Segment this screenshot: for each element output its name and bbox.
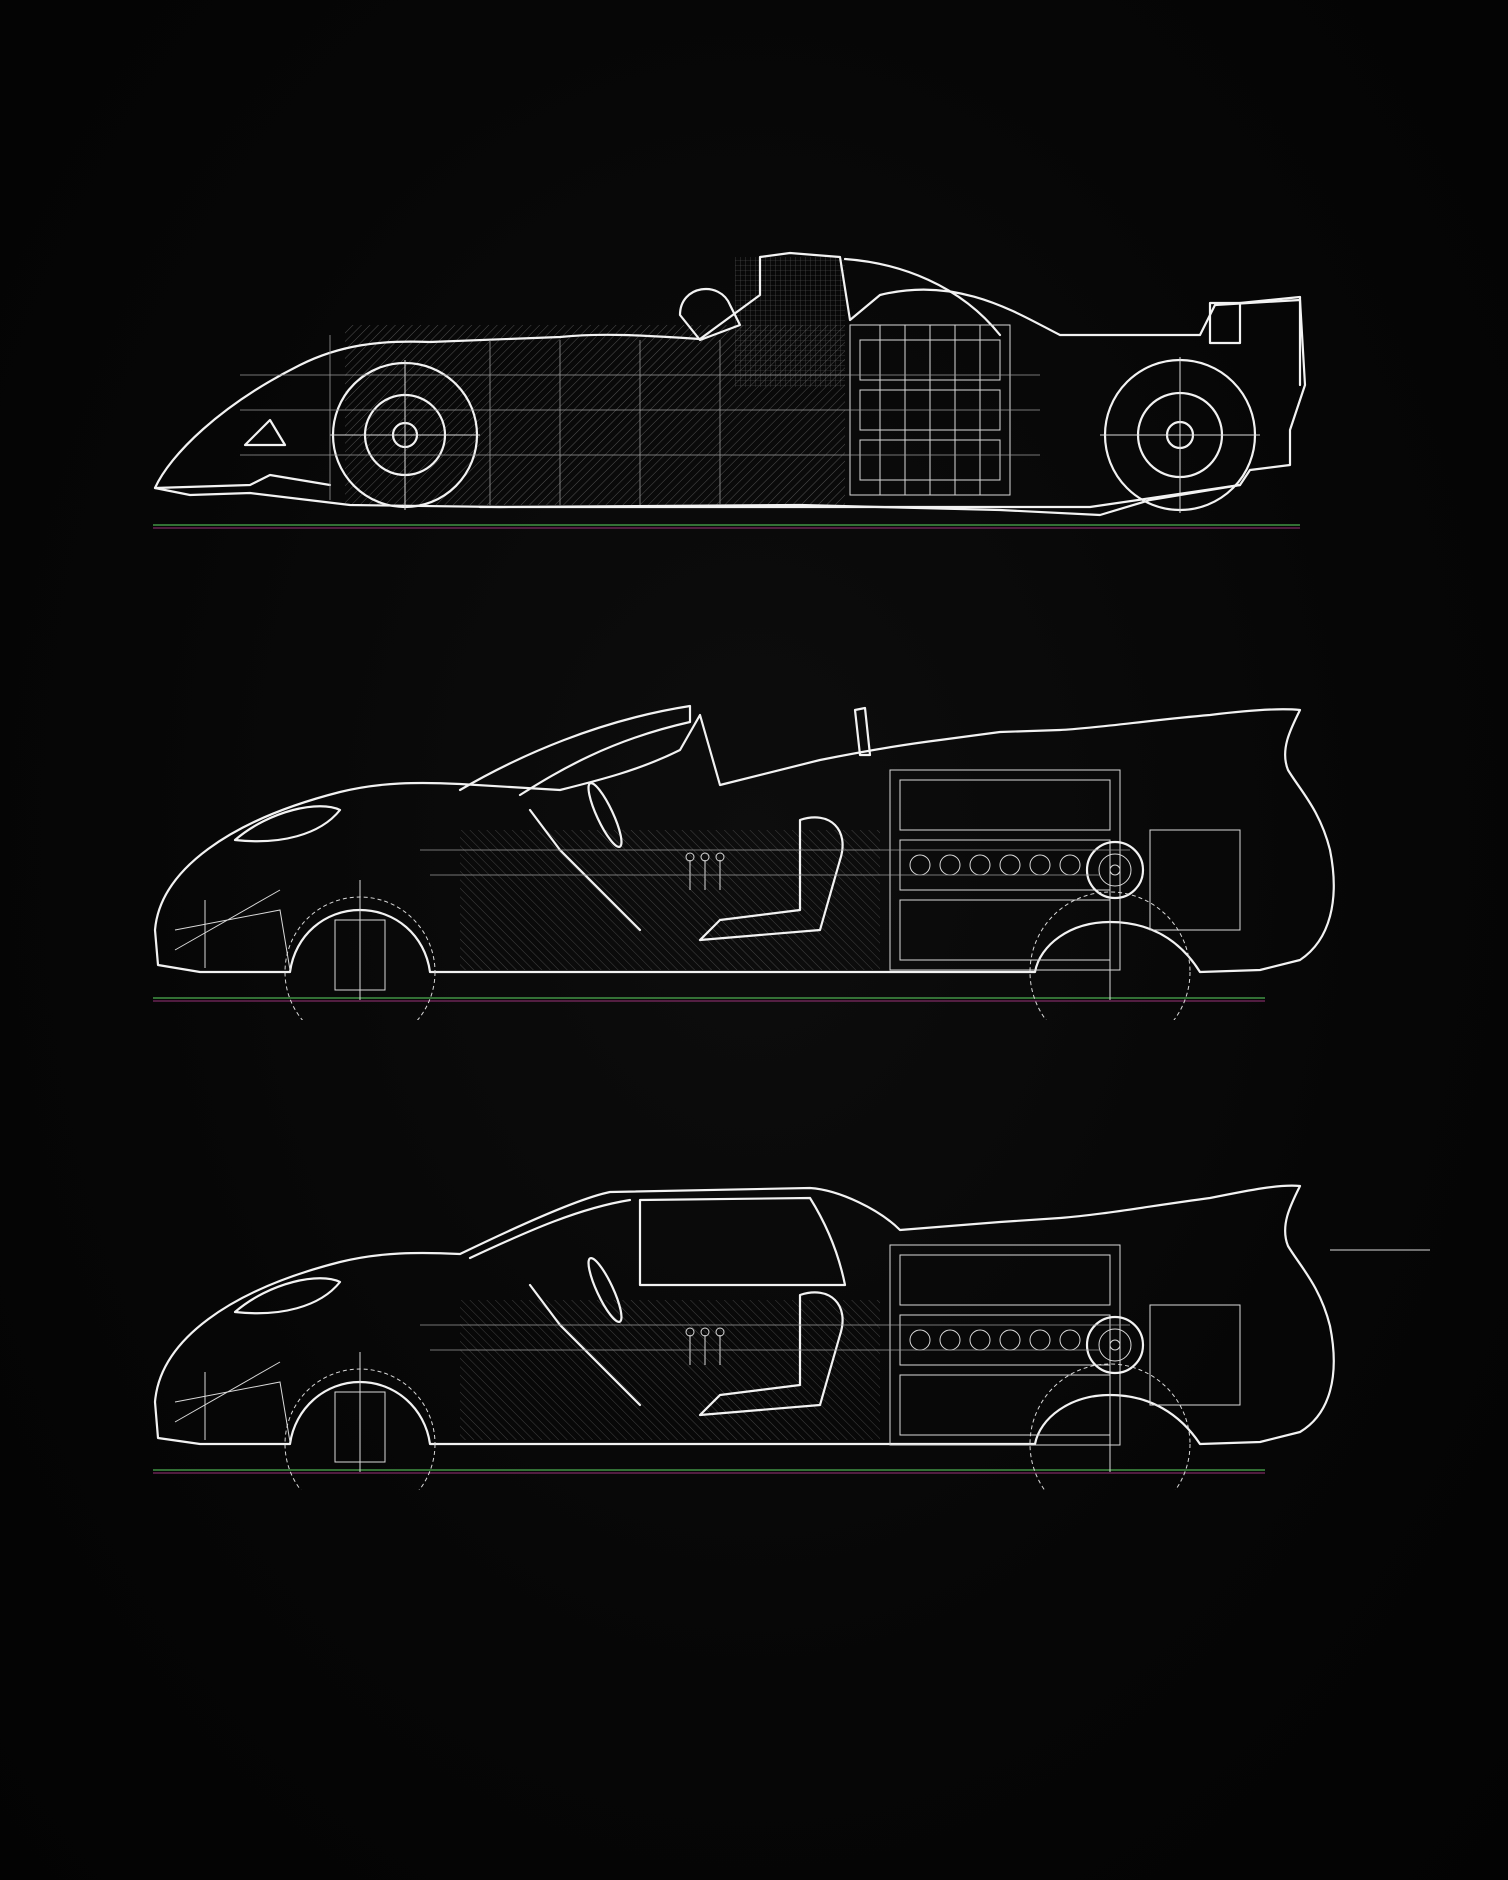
roll-hoop bbox=[853, 706, 872, 757]
headlight bbox=[233, 1277, 342, 1315]
front-wing-endplate bbox=[243, 418, 287, 447]
coupe-drawing-svg bbox=[153, 1184, 1430, 1490]
front-wing bbox=[153, 473, 332, 490]
tub-hatching bbox=[460, 1300, 880, 1440]
side-window bbox=[638, 1196, 847, 1287]
front-wheel bbox=[284, 880, 436, 1020]
windscreen bbox=[458, 704, 692, 797]
coupe-body-outline bbox=[153, 1184, 1335, 1446]
steering-wheel bbox=[587, 1256, 623, 1324]
rollbar bbox=[843, 257, 1002, 337]
steering-wheel bbox=[587, 781, 623, 849]
tub-hatching bbox=[460, 830, 880, 970]
v12-engine bbox=[889, 769, 1121, 971]
front-subframe bbox=[174, 889, 291, 971]
floor-plank bbox=[478, 483, 1242, 509]
rear-wheel bbox=[1029, 1352, 1191, 1490]
front-wheel bbox=[330, 360, 480, 510]
seat bbox=[698, 1291, 844, 1417]
seat bbox=[698, 816, 844, 942]
barchetta-drawing-svg bbox=[153, 704, 1335, 1020]
v12-engine bbox=[889, 1244, 1121, 1446]
rear-wheel bbox=[1100, 357, 1260, 513]
headlight bbox=[233, 805, 342, 843]
construction-lines bbox=[240, 335, 1040, 505]
coupe-sports-car-cutaway-icon bbox=[0, 1170, 1508, 1490]
windscreen bbox=[468, 1198, 632, 1260]
gearbox bbox=[1085, 829, 1241, 931]
rear-wheel bbox=[1029, 880, 1191, 1020]
driver-helmet bbox=[678, 287, 742, 342]
front-subframe bbox=[174, 1361, 291, 1443]
f1-drawing-svg bbox=[153, 251, 1307, 529]
f1-body-outline bbox=[153, 251, 1307, 517]
airbox-hatching bbox=[735, 257, 845, 387]
formula-one-car-cutaway-icon bbox=[0, 245, 1508, 545]
rear-wing-endplate bbox=[1238, 295, 1302, 387]
front-wheel bbox=[284, 1352, 436, 1490]
rear-wing-element bbox=[1208, 301, 1242, 345]
gearbox bbox=[1085, 1304, 1241, 1406]
open-top-sports-car-cutaway-icon bbox=[0, 700, 1508, 1020]
